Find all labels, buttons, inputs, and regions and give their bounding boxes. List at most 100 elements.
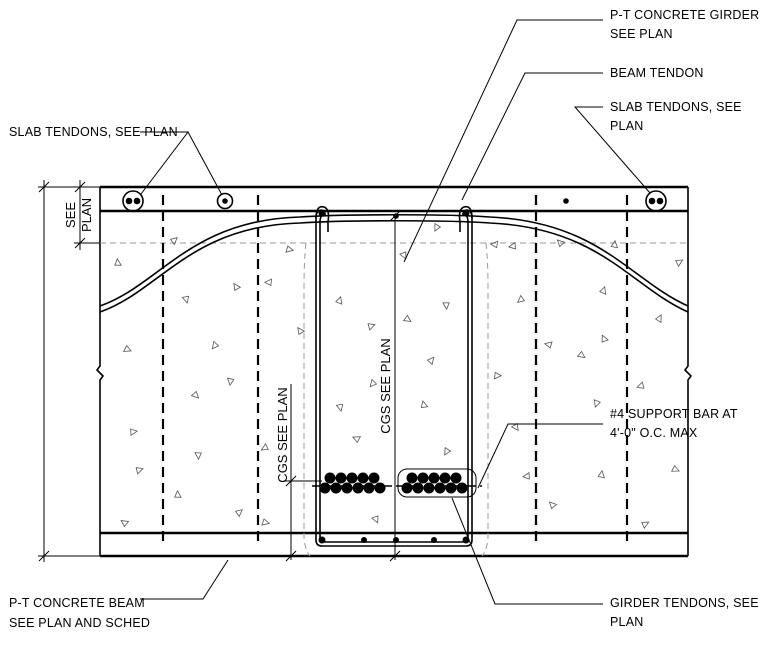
aggregate-mark [181, 295, 190, 304]
bottom-bar-1 [318, 536, 326, 544]
aggregate-mark [233, 282, 242, 291]
aggregate-mark [371, 515, 379, 524]
aggregate-mark [399, 251, 407, 260]
aggregate-mark [120, 519, 130, 528]
leader-slab-left-1 [140, 131, 190, 195]
leader-pt-beam [140, 559, 229, 600]
aggregate-mark [335, 295, 343, 305]
label-support-bar-line2: 4'-0" O.C. MAX [610, 426, 698, 440]
aggregate-mark [130, 428, 139, 437]
label-slab-right-line2: PLAN [610, 119, 643, 133]
cgs-left-text: CGS SEE PLAN [275, 387, 290, 482]
label-girder-tendons-line1: GIRDER TENDONS, SEE [610, 596, 759, 610]
aggregate-mark [670, 464, 680, 472]
girder-cage [315, 205, 473, 547]
aggregate-mark [226, 377, 235, 387]
dimensions: SEE PLAN CGS SEE PLAN CGS SEE PLAN [38, 180, 401, 562]
aggregate-mark [260, 442, 269, 451]
hidden-lines [100, 242, 688, 557]
aggregate-mark [263, 278, 272, 287]
girder-left-hidden-line [303, 242, 311, 557]
aggregate-mark [426, 356, 435, 366]
tendon-bundle-right [401, 472, 468, 494]
aggregate-mark [593, 399, 601, 409]
aggregate-mark [369, 378, 378, 388]
left-break-line [95, 187, 105, 556]
beam-tendon-line-1 [99, 213, 689, 307]
aggregate-mark [510, 422, 519, 432]
aggregate-mark [285, 245, 295, 253]
slab-depth-dim-text: SEE [63, 202, 78, 228]
aggregate-mark [548, 501, 558, 510]
label-girder-line2: SEE PLAN [610, 27, 673, 41]
aggregate-mark [420, 400, 429, 409]
aggregate-mark [636, 381, 645, 389]
aggregate-mark [507, 241, 516, 250]
girder-stirrup-outer [315, 209, 473, 547]
label-slab-left: SLAB TENDONS, SEE PLAN [9, 125, 178, 139]
leader-slab-left-2 [187, 131, 223, 196]
bottom-bar-2 [361, 537, 367, 543]
label-girder-tendons-line2: PLAN [610, 615, 643, 629]
label-girder-line1: P-T CONCRETE GIRDER, [610, 8, 760, 22]
aggregate-mark [194, 452, 202, 461]
aggregate-mark [297, 326, 306, 336]
leader-slab-right [573, 106, 651, 194]
aggregate-mark [211, 340, 220, 350]
leader-girder [403, 19, 603, 263]
stirrup-hook-left [315, 205, 330, 232]
label-support-bar-line1: #4 SUPPORT BAR AT [610, 407, 738, 421]
annotations: P-T CONCRETE GIRDER, SEE PLAN BEAM TENDO… [9, 8, 760, 630]
aggregate-mark [114, 257, 122, 266]
aggregate-mark [123, 344, 132, 352]
leader-support-bar [477, 423, 603, 489]
label-beam-tendon: BEAM TENDON [610, 66, 704, 80]
aggregate-mark [444, 446, 452, 456]
girder-top-bar [393, 213, 399, 219]
girder-right-hidden-line [481, 242, 489, 557]
slab-tendons [122, 190, 667, 219]
aggregate-mark [675, 259, 684, 268]
aggregate-mark [190, 390, 200, 399]
bottom-bar-5 [462, 536, 470, 544]
slab-top-bar [563, 198, 569, 204]
stirrup-hook-right [458, 205, 473, 232]
aggregate-mark [521, 471, 530, 480]
right-break-line [683, 187, 693, 556]
aggregate-mark [641, 521, 650, 530]
aggregate-mark [517, 294, 526, 303]
aggregate-mark [493, 371, 503, 380]
girder-stirrup-inner [319, 213, 469, 543]
aggregate-mark [556, 239, 566, 248]
leader-beam-tendon [461, 72, 603, 201]
leaders [140, 19, 651, 605]
slab-tendon-mid-ring [216, 192, 234, 210]
aggregate-mark [610, 239, 619, 249]
aggregate-mark [576, 350, 586, 359]
aggregate-mark [234, 509, 243, 518]
aggregate-mark [599, 285, 607, 295]
tendon-bundle-left [319, 472, 386, 494]
aggregate-mark [169, 236, 178, 246]
concrete-aggregate [114, 222, 684, 530]
aggregate-mark [654, 314, 662, 324]
label-pt-beam-line2: SEE PLAN AND SCHED [9, 616, 150, 630]
bottom-bar-3 [393, 537, 399, 543]
label-pt-beam-line1: P-T CONCRETE BEAM [9, 596, 145, 610]
aggregate-mark [597, 469, 605, 479]
top-bar-left [318, 209, 326, 217]
aggregate-mark [135, 467, 144, 475]
aggregate-mark [352, 436, 362, 444]
aggregate-mark [601, 334, 609, 343]
aggregate-mark [174, 489, 182, 498]
slab-tendon-left-ring [122, 190, 144, 212]
aggregate-mark [335, 403, 344, 412]
svg-text:PLAN: PLAN [79, 198, 94, 232]
aggregate-mark [367, 323, 376, 331]
aggregate-mark [543, 341, 553, 349]
concrete-section [95, 185, 693, 558]
cgs-right-text: CGS SEE PLAN [378, 338, 393, 433]
slab-stirrups [161, 195, 629, 545]
girder-tendons [312, 468, 482, 498]
